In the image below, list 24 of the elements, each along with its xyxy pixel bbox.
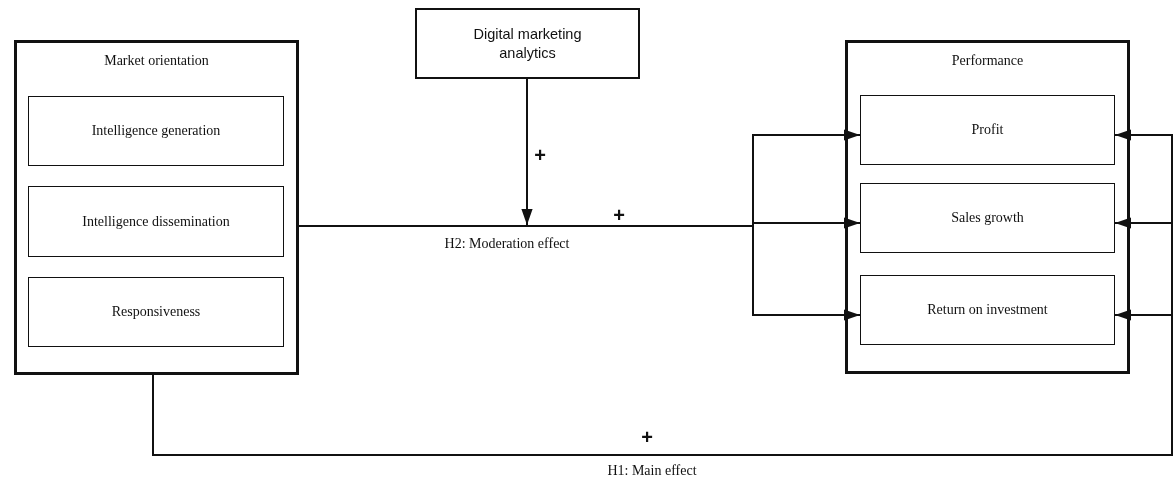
sign-label: + bbox=[534, 145, 546, 165]
construct-label: Sales growth bbox=[951, 210, 1024, 226]
construct-box bbox=[860, 95, 1115, 165]
group-heading: Market orientation bbox=[104, 53, 209, 69]
group-heading: Performance bbox=[951, 53, 1024, 69]
construct-label: Intelligence generation bbox=[91, 123, 221, 139]
construct-box bbox=[860, 183, 1115, 253]
construct-label: Return on investment bbox=[927, 302, 1048, 318]
sign-label: + bbox=[641, 427, 653, 447]
construct-box bbox=[28, 186, 284, 257]
construct-box bbox=[415, 8, 640, 79]
arrow bbox=[298, 225, 861, 321]
construct-label: Profit bbox=[971, 122, 1004, 138]
arrow bbox=[152, 309, 1173, 456]
group-box bbox=[845, 40, 1130, 374]
construct-label: Intelligence dissemination bbox=[82, 213, 230, 230]
construct-label: Digital marketing analytics bbox=[472, 24, 583, 63]
construct-box bbox=[28, 96, 284, 166]
arrow bbox=[521, 78, 533, 226]
construct-box bbox=[860, 275, 1115, 345]
construct-label: Responsiveness bbox=[111, 304, 201, 320]
group-box bbox=[14, 40, 299, 375]
construct-box bbox=[28, 277, 284, 347]
sign-label: + bbox=[613, 205, 625, 225]
